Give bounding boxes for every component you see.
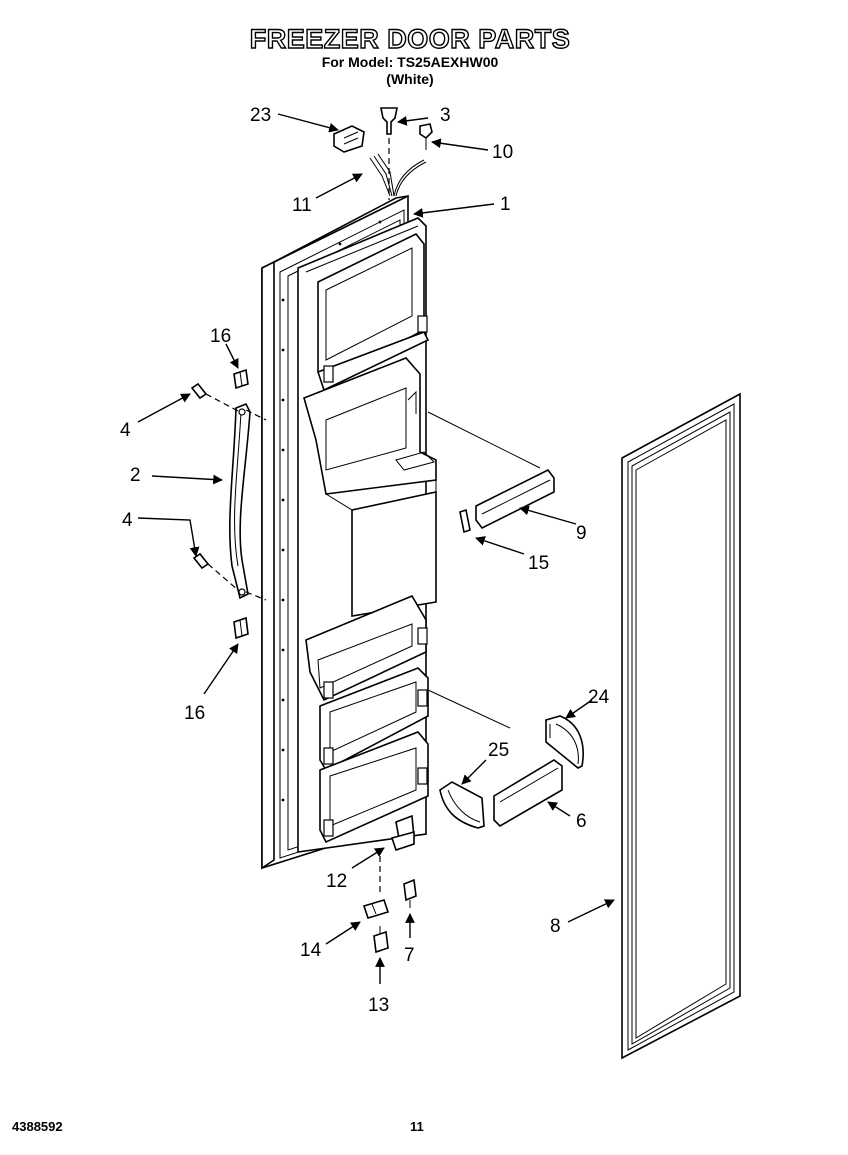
door-screw-holes: [281, 220, 382, 802]
handle-cap-upper: [233, 368, 249, 390]
freezer-door-liner: [261, 194, 437, 870]
wire-harness-part: [369, 153, 427, 197]
page-number: 11: [410, 1119, 424, 1134]
hinge-bushing-part: [379, 814, 415, 892]
bin-end-cap-right-part: [545, 715, 584, 769]
callout-2: 2: [130, 465, 141, 486]
bin-end-cap-left-part: [439, 781, 485, 829]
callout-12: 12: [326, 871, 347, 892]
leader-line-bin: [427, 689, 511, 729]
callout-8: 8: [550, 916, 561, 937]
callout-10: 10: [492, 142, 513, 163]
bin-front-part: [493, 759, 563, 828]
handle-part: [229, 402, 267, 601]
retainer-clip-part: [459, 508, 471, 534]
hinge-screw-part: [403, 878, 417, 908]
callout-11: 11: [292, 195, 312, 216]
hinge-pin-part: [380, 107, 398, 200]
callout-25: 25: [488, 740, 509, 761]
handle-screw-upper: [190, 382, 241, 413]
ground-screw-part: [419, 123, 433, 150]
callout-24: 24: [588, 687, 610, 708]
callout-15: 15: [528, 553, 549, 574]
handle-cap-lower: [233, 616, 249, 640]
callout-labels: 23 3 10 11 1 16 4 2 4 16 9 15 24 25 6 12…: [120, 105, 610, 1016]
callout-23: 23: [250, 105, 271, 126]
model-subtitle: For Model: TS25AEXHW00: [321, 54, 499, 70]
callout-1: 1: [500, 194, 511, 215]
callout-6: 6: [576, 811, 587, 832]
page-title: FREEZER DOOR PARTS: [249, 23, 571, 54]
door-gasket-part: [621, 392, 741, 1060]
callout-13: 13: [368, 995, 389, 1016]
callout-4-lower: 4: [122, 510, 133, 531]
wire-connector-part: [333, 125, 365, 153]
callout-16-upper: 16: [210, 326, 231, 347]
liner-lower-bins: [305, 594, 429, 844]
bottom-screw-part: [373, 926, 389, 954]
callout-16-lower: 16: [184, 703, 205, 724]
document-number: 4388592: [12, 1119, 63, 1134]
callout-7: 7: [404, 945, 415, 966]
hinge-block-part: [362, 899, 390, 919]
callout-9: 9: [576, 523, 587, 544]
callout-4-upper: 4: [120, 420, 131, 441]
liner-dispenser-cavity: [303, 357, 437, 617]
liner-top-bin: [316, 232, 430, 392]
callout-3: 3: [440, 105, 451, 126]
shelf-retainer-part: [427, 411, 555, 530]
callout-arrows: [137, 113, 615, 984]
callout-14: 14: [300, 940, 322, 961]
color-subtitle: (White): [386, 71, 434, 87]
